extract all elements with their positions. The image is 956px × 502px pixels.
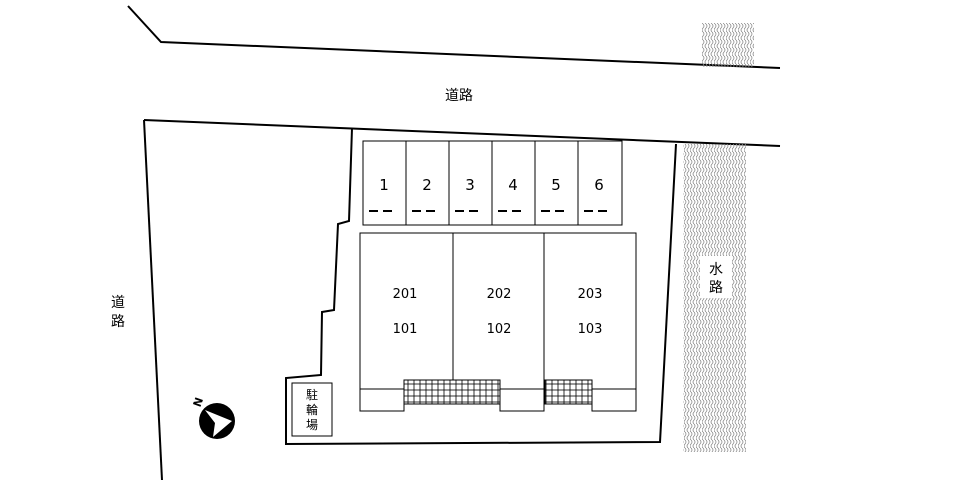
compass (199, 403, 235, 439)
bicycle-parking-box (291, 382, 333, 437)
unit-101: 101 (393, 322, 418, 337)
road-label-left-2: 路 (111, 314, 125, 330)
parking-row (362, 140, 623, 226)
parking-space-4: 4 (508, 176, 518, 194)
unit-103: 103 (578, 322, 603, 337)
site-boundary (143, 119, 677, 481)
waterway-label-bg (700, 256, 732, 298)
unit-203: 203 (578, 287, 603, 302)
road-label-left-1: 道 (111, 295, 125, 311)
unit-201: 201 (393, 287, 418, 302)
bike-label-3: 場 (306, 418, 318, 432)
parking-space-6: 6 (594, 176, 604, 194)
compass-north-label: N (191, 396, 206, 409)
balcony-grid-left (403, 379, 501, 405)
balcony-grid-right (544, 379, 593, 405)
unit-202: 202 (487, 287, 512, 302)
bike-label-2: 輪 (306, 402, 318, 417)
parking-space-1: 1 (379, 176, 389, 194)
road-lines (127, 5, 781, 147)
bike-label-1: 駐 (306, 387, 318, 402)
waterway-label-1: 水 (709, 262, 723, 278)
parking-space-2: 2 (422, 176, 432, 194)
road-label-top: 道路 (445, 88, 473, 104)
parking-space-3: 3 (465, 176, 475, 194)
parking-space-5: 5 (551, 176, 561, 194)
waterway-label-2: 路 (709, 280, 723, 296)
waterway-hatch-top (702, 23, 754, 67)
unit-102: 102 (487, 322, 512, 337)
